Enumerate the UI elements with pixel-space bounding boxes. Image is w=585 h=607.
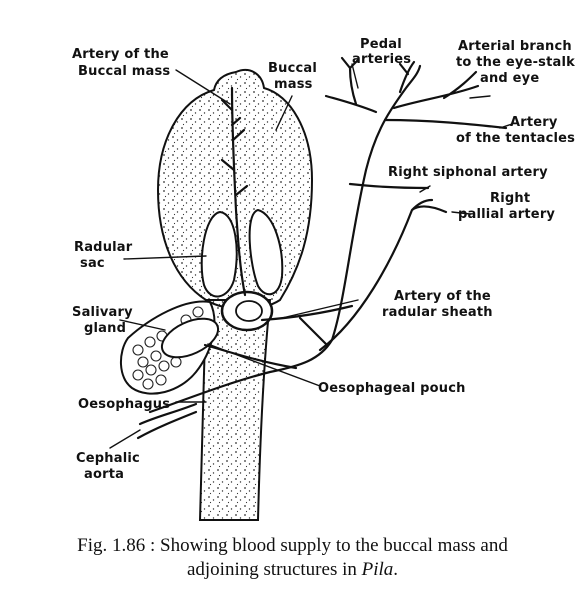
svg-text:Right: Right — [490, 191, 530, 206]
svg-text:Right siphonal artery: Right siphonal artery — [388, 165, 548, 180]
label-salivary-gland: Salivary gland — [72, 305, 133, 336]
caption-line-1: Fig. 1.86 : Showing blood supply to the … — [0, 534, 585, 558]
label-arterial-branch-eye: Arterial branch to the eye-stalk and eye — [456, 39, 575, 86]
svg-text:Buccal: Buccal — [268, 61, 317, 76]
label-pedal-arteries: Pedal arteries — [352, 37, 411, 67]
caption-genus: Pila — [362, 559, 394, 580]
caption-line-2: adjoining structures in Pila. — [0, 558, 585, 582]
label-right-siphonal-artery: Right siphonal artery — [388, 165, 548, 180]
svg-text:arteries: arteries — [352, 52, 411, 67]
svg-text:Pedal: Pedal — [360, 37, 402, 52]
svg-text:Artery of the: Artery of the — [394, 289, 491, 304]
svg-text:to the eye-stalk: to the eye-stalk — [456, 55, 575, 70]
svg-text:and eye: and eye — [480, 71, 539, 86]
label-oesophageal-pouch: Oesophageal pouch — [318, 381, 466, 396]
svg-text:Arterial branch: Arterial branch — [458, 39, 572, 54]
svg-text:mass: mass — [274, 77, 313, 92]
label-radular-sac: Radular sac — [74, 240, 133, 271]
svg-text:of the tentacles: of the tentacles — [456, 131, 575, 146]
label-artery-of-tentacles: Artery of the tentacles — [456, 115, 575, 146]
label-oesophagus: Oesophagus — [78, 397, 170, 412]
label-right-pallial-artery: Right pallial artery — [458, 191, 555, 222]
svg-text:Oesophagus: Oesophagus — [78, 397, 170, 412]
svg-text:Salivary: Salivary — [72, 305, 133, 320]
label-buccal-mass: Buccal mass — [268, 61, 317, 92]
svg-text:radular sheath: radular sheath — [382, 305, 493, 320]
svg-text:Buccal mass: Buccal mass — [78, 64, 170, 79]
svg-text:sac: sac — [80, 256, 105, 271]
radular-sheath — [222, 292, 272, 330]
svg-text:Cephalic: Cephalic — [76, 451, 140, 466]
figure-caption: Fig. 1.86 : Showing blood supply to the … — [0, 534, 585, 582]
svg-text:gland: gland — [84, 321, 126, 336]
label-artery-of-radular-sheath: Artery of the radular sheath — [382, 289, 493, 320]
svg-text:Oesophageal pouch: Oesophageal pouch — [318, 381, 466, 396]
svg-text:Artery: Artery — [510, 115, 558, 130]
label-artery-of-buccal-mass: Artery of the Buccal mass — [72, 47, 170, 79]
svg-text:aorta: aorta — [84, 467, 124, 482]
svg-text:Artery of the: Artery of the — [72, 47, 169, 62]
svg-text:Radular: Radular — [74, 240, 133, 255]
svg-text:pallial artery: pallial artery — [458, 207, 555, 222]
label-cephalic-aorta: Cephalic aorta — [76, 451, 140, 482]
